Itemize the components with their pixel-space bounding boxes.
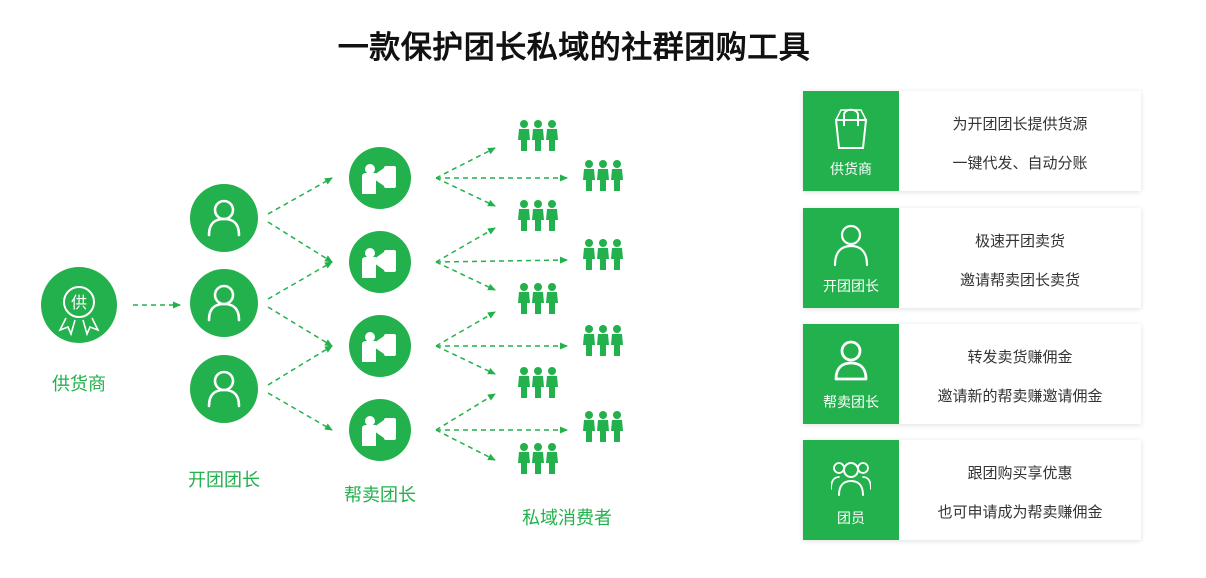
consumers-label: 私域消费者 <box>522 508 612 529</box>
role-card-line-2: 也可申请成为帮卖赚佣金 <box>937 503 1103 521</box>
supplier-circle <box>41 267 117 343</box>
ribbon-icon <box>82 317 100 337</box>
role-card-line-2: 一键代发、自动分账 <box>952 154 1088 172</box>
group-leader-node <box>190 269 258 337</box>
supplier-glyph: 供 <box>71 293 87 312</box>
supplier-node: 供 <box>41 267 117 343</box>
flow-arrow <box>267 261 333 300</box>
role-card-line-1: 转发卖货赚佣金 <box>967 348 1073 366</box>
role-card-side: 帮卖团长 <box>803 324 899 424</box>
role-card-line-2: 邀请帮卖团长卖货 <box>959 271 1080 289</box>
role-card-line-1: 跟团购买享优惠 <box>967 464 1073 482</box>
role-card-group-leader: 开团团长 极速开团卖货 邀请帮卖团长卖货 <box>803 208 1141 308</box>
group-leader-label: 开团团长 <box>188 470 260 491</box>
helper-leader-node <box>349 147 411 209</box>
supplier-label: 供货商 <box>52 374 106 395</box>
role-card-line-2: 邀请新的帮卖赚邀请佣金 <box>937 387 1103 405</box>
people-outline-icon <box>831 462 871 496</box>
flow-arrow <box>435 147 496 179</box>
role-card-line-1: 极速开团卖货 <box>974 232 1065 250</box>
flow-arrow <box>435 345 496 375</box>
helper-leader-node <box>349 315 411 377</box>
group-leader-node <box>190 184 258 252</box>
ribbon-icon <box>58 317 76 337</box>
flow-arrow <box>435 256 568 264</box>
person-bold-outline-icon <box>834 340 868 381</box>
people-group-icon <box>518 283 558 314</box>
flow-arrow <box>435 261 496 291</box>
role-card-supplier: 供货商 为开团团长提供货源 一键代发、自动分账 <box>803 91 1141 191</box>
helper-leader-node <box>349 399 411 461</box>
people-group-icon <box>583 411 623 442</box>
role-card-title: 供货商 <box>830 162 872 178</box>
flow-arrow <box>267 392 333 431</box>
role-card-side: 供货商 <box>803 91 899 191</box>
people-group-icon <box>518 200 558 231</box>
person-outline-icon <box>833 224 869 267</box>
role-card-side: 团员 <box>803 440 899 540</box>
people-group-icon <box>583 239 623 270</box>
seal-gong-icon <box>63 286 95 318</box>
consumers-group <box>518 120 623 474</box>
flow-arrow <box>267 345 333 386</box>
people-group-icon <box>583 160 623 191</box>
people-group-icon <box>518 120 558 151</box>
helper-leader-label: 帮卖团长 <box>344 485 416 506</box>
flow-arrow <box>435 311 496 347</box>
role-card-member: 团员 跟团购买享优惠 也可申请成为帮卖赚佣金 <box>803 440 1141 540</box>
role-card-title: 团员 <box>837 511 865 527</box>
flow-arrow <box>267 306 333 347</box>
page-title: 一款保护团长私域的社群团购工具 <box>337 30 811 66</box>
helper-leader-node <box>349 231 411 293</box>
shopping-bag-icon <box>834 108 868 149</box>
flow-arrow <box>267 177 333 215</box>
people-group-icon <box>518 443 558 474</box>
people-group-icon <box>518 367 558 398</box>
role-card-title: 开团团长 <box>823 279 879 295</box>
group-leader-node <box>190 355 258 423</box>
role-card-helper-leader: 帮卖团长 转发卖货赚佣金 邀请新的帮卖赚邀请佣金 <box>803 324 1141 424</box>
role-card-side: 开团团长 <box>803 208 899 308</box>
role-card-title: 帮卖团长 <box>823 395 879 411</box>
people-group-icon <box>583 325 623 356</box>
flow-arrow <box>435 393 496 431</box>
flow-arrow <box>435 177 496 207</box>
flow-arrow <box>267 221 333 263</box>
flow-arrow <box>435 227 496 263</box>
flow-arrow <box>435 429 496 461</box>
role-card-line-1: 为开团团长提供货源 <box>952 115 1088 133</box>
